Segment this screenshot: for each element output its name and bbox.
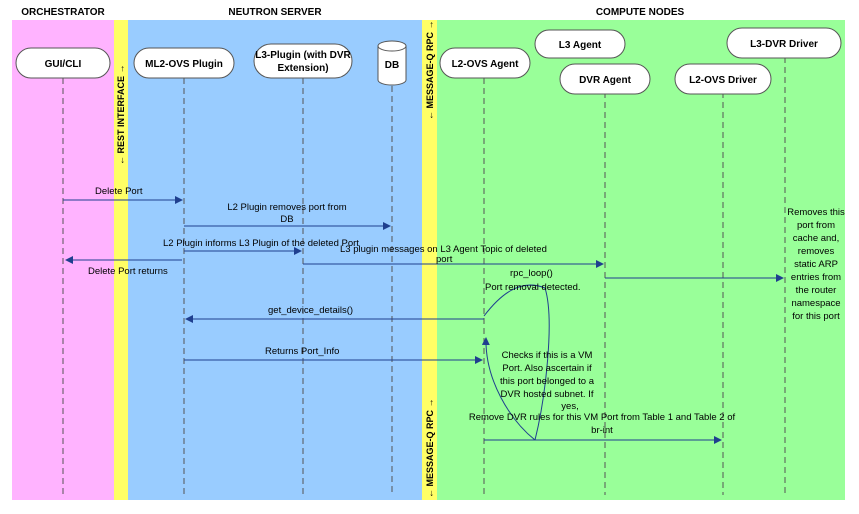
label-remove-1: Remove DVR rules for this VM Port from T…: [469, 412, 736, 423]
svg-text:L2-OVS Agent: L2-OVS Agent: [452, 59, 520, 70]
svg-text:namespace: namespace: [791, 298, 840, 309]
participant-l3agent: L3 Agent: [534, 29, 626, 59]
svg-text:GUI/CLI: GUI/CLI: [45, 59, 82, 70]
svg-text:L3-Plugin (with DVR: L3-Plugin (with DVR: [255, 50, 351, 61]
label-l2-removes-2: DB: [280, 214, 293, 225]
participant-l3plugin: L3-Plugin (with DVR Extension): [253, 43, 353, 79]
l3dvr-note: Removes this port from cache and, remove…: [787, 207, 845, 322]
participant-gui: GUI/CLI: [15, 47, 111, 79]
neutron-header: NEUTRON SERVER: [228, 7, 322, 18]
participant-ml2: ML2-OVS Plugin: [133, 47, 235, 79]
svg-text:static ARP: static ARP: [794, 259, 838, 270]
svg-text:DVR Agent: DVR Agent: [579, 75, 632, 86]
label-checks-4: DVR hosted subnet. If: [501, 389, 594, 400]
svg-text:DB: DB: [385, 60, 399, 71]
message-q-label-top: ← MESSAGE-Q RPC →: [425, 20, 435, 120]
label-checks-1: Checks if this is a VM: [502, 350, 593, 361]
label-delete-port: Delete Port: [95, 186, 143, 197]
label-rpc-loop: rpc_loop(): [510, 268, 553, 279]
participant-dvragent: DVR Agent: [559, 63, 651, 95]
arrow-checks-self: [481, 337, 536, 441]
rest-interface-label: ← REST INTERFACE →: [116, 64, 126, 165]
label-delete-returns: Delete Port returns: [88, 266, 168, 277]
participant-l2driver: L2-OVS Driver: [674, 63, 772, 95]
svg-text:port from: port from: [797, 220, 835, 231]
compute-zone: [437, 20, 845, 500]
label-l3-msgs-1: L3 plugin messages on L3 Agent Topic of …: [340, 244, 547, 255]
participant-l2agent: L2-OVS Agent: [439, 47, 531, 79]
svg-text:L2-OVS Driver: L2-OVS Driver: [689, 75, 757, 86]
svg-text:for this port: for this port: [792, 311, 840, 322]
label-l3-msgs-2: port: [436, 254, 453, 265]
label-checks-3: this port belonged to a: [500, 376, 595, 387]
label-returns-info: Returns Port_Info: [265, 346, 339, 357]
message-q-bar: [422, 20, 437, 500]
label-l2-removes-1: L2 Plugin removes port from: [227, 202, 346, 213]
label-get-device: get_device_details(): [268, 305, 353, 316]
message-q-label-bottom: ← MESSAGE-Q RPC →: [425, 398, 435, 498]
compute-header: COMPUTE NODES: [596, 7, 685, 18]
svg-text:Extension): Extension): [277, 63, 328, 74]
participant-l3dvrdriver: L3-DVR Driver: [726, 27, 842, 59]
label-port-removal: Port removal detected.: [485, 282, 581, 293]
svg-text:Removes this: Removes this: [787, 207, 845, 218]
svg-text:removes: removes: [798, 246, 835, 257]
svg-text:L3 Agent: L3 Agent: [559, 40, 602, 51]
participant-db: DB: [377, 40, 407, 86]
arrow-rpc-loop-self: [483, 284, 550, 441]
orchestrator-header: ORCHESTRATOR: [21, 7, 105, 18]
svg-text:cache and,: cache and,: [793, 233, 839, 244]
svg-text:L3-DVR Driver: L3-DVR Driver: [750, 39, 818, 50]
label-checks-5: yes,: [561, 401, 578, 412]
label-remove-2: br-int: [591, 425, 613, 436]
svg-text:ML2-OVS Plugin: ML2-OVS Plugin: [145, 59, 223, 70]
svg-text:entries from: entries from: [791, 272, 841, 283]
label-checks-2: Port. Also ascertain if: [502, 363, 592, 374]
svg-text:the router: the router: [796, 285, 837, 296]
label-l2-informs: L2 Plugin informs L3 Plugin of the delet…: [163, 238, 359, 249]
